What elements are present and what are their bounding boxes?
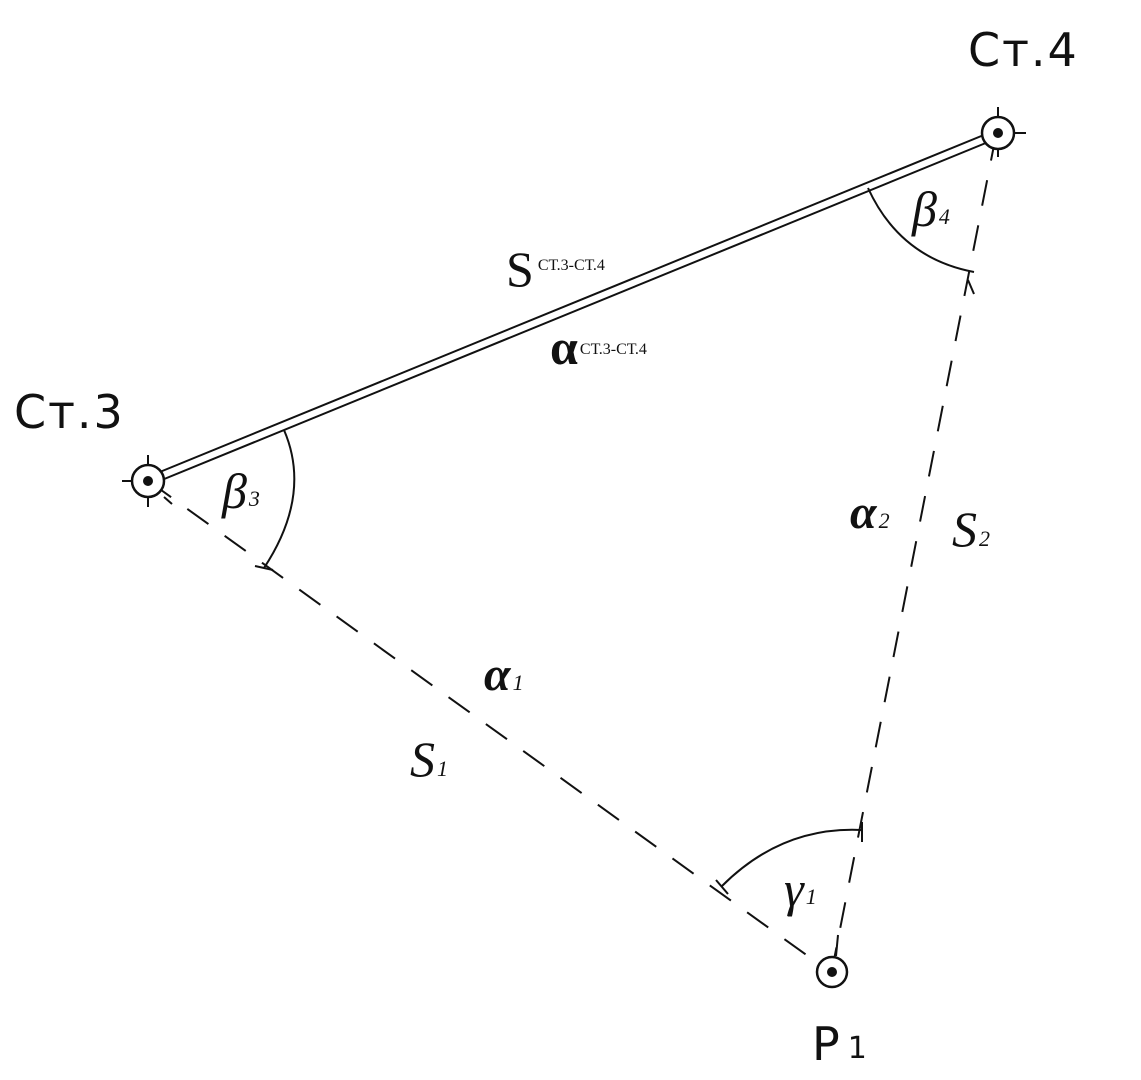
angle-label-beta4: β4 (911, 181, 950, 237)
angle-label-beta3: β3 (221, 463, 260, 519)
angle-arc-beta4 (867, 187, 975, 295)
angle-label-gamma1: γ1 (784, 861, 817, 917)
station-label-st4: Ст.4 (968, 23, 1079, 77)
side1-azimuth-label: α1 (484, 648, 524, 701)
side2-distance-label: S2 (952, 501, 990, 557)
side1-distance-label: S1 (410, 731, 448, 787)
station-marker-st3 (122, 455, 173, 507)
station-label-st3: Ст.3 (14, 385, 125, 439)
dashed-side-1 (149, 481, 831, 973)
angle-arc-beta3 (254, 429, 296, 571)
base-line (149, 129, 999, 485)
side2-azimuth-label: α2 (850, 486, 890, 539)
station-marker-st4 (980, 107, 1026, 157)
station-marker-p1 (815, 934, 849, 989)
angle-arc-gamma1 (715, 822, 863, 895)
